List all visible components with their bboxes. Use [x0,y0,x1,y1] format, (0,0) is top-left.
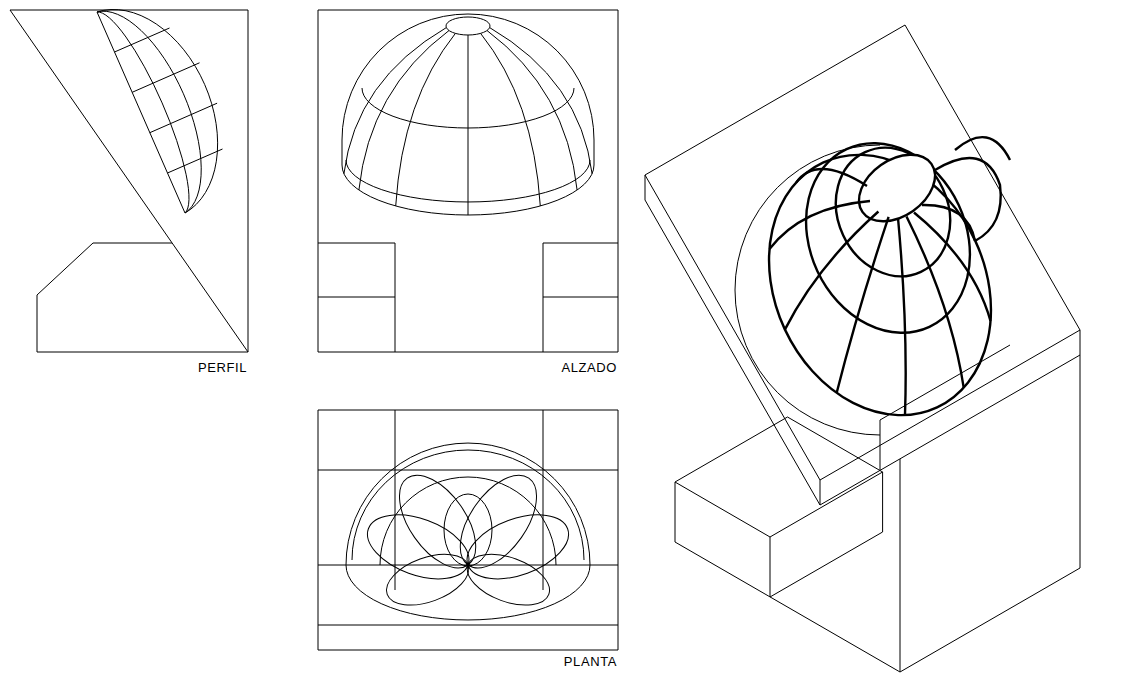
profile-view [10,10,248,352]
view-label: PLANTA [563,654,618,670]
plan-petal [380,544,476,615]
iso-dome-meridians [770,169,991,415]
front-dome [342,14,594,215]
plan-petal [458,502,577,591]
plan-center-point [466,563,470,567]
plan-petal [445,462,552,581]
front-oculus [446,17,490,35]
front-view [318,10,618,352]
iso-dome-base [728,118,1032,451]
isometric-view [645,25,1080,672]
iso-dome-ring [815,129,970,295]
plan-view [318,410,618,650]
iso-dome-oculus [847,141,948,235]
iso-dome-lobes [935,137,1010,241]
plan-outline [318,410,618,650]
view-label: ALZADO [560,360,618,376]
iso-slab [645,25,1080,505]
plan-dome [346,443,590,620]
profile-dome [97,10,223,213]
plan-petal [359,502,478,591]
iso-base [675,345,1080,672]
profile-outline [10,10,248,352]
front-outline [318,10,618,352]
plan-petal [384,462,491,581]
plan-petal [460,544,556,615]
iso-dome-ring [776,116,1000,360]
view-label: PERFIL [197,360,248,376]
